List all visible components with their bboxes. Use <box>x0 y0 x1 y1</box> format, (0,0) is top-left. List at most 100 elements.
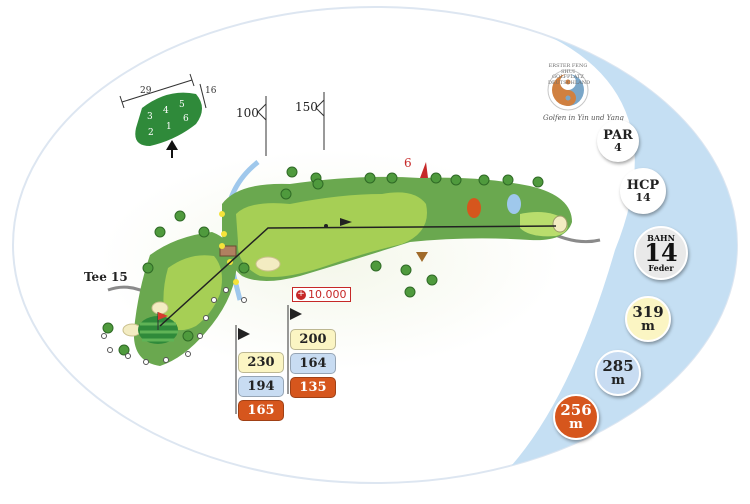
left-distance-red: 165 <box>238 400 284 421</box>
tree <box>430 172 442 184</box>
logo-tagline: Golfen in Yin und Yang <box>543 114 624 122</box>
tree <box>364 172 376 184</box>
oob-stake <box>211 297 217 303</box>
tree <box>400 264 412 276</box>
trees <box>102 166 544 356</box>
fairway <box>236 192 427 277</box>
oob-stake <box>197 333 203 339</box>
oob-stake <box>107 347 113 353</box>
tree <box>102 322 114 334</box>
tee-15-label: Tee 15 <box>84 270 128 284</box>
oob-stake <box>241 297 247 303</box>
marker-100-label: 100 <box>236 106 259 120</box>
green-zone-5: 5 <box>179 100 185 110</box>
hcp-badge: HCP 14 <box>620 168 666 214</box>
tree <box>370 260 382 272</box>
marker-150-label: 150 <box>295 100 318 114</box>
logo-ring-text: ERSTER FENG SHUI GOLFPLATZ DEUTSCHLAND <box>548 63 591 86</box>
plus-icon: + <box>296 289 306 300</box>
length-badge-yellow: 319 m <box>625 296 671 342</box>
tree <box>174 210 186 222</box>
green-diagram <box>119 73 207 158</box>
length-red-value: 256 <box>560 401 592 419</box>
penalty-marker: + 10.000 <box>292 287 351 302</box>
green-zone-4: 4 <box>163 106 169 116</box>
water-hazard <box>507 194 521 214</box>
play-line-dot <box>324 224 328 228</box>
bahn-number: 14 <box>644 237 678 267</box>
oob-stake <box>163 357 169 363</box>
hazard-number: 6 <box>404 156 412 170</box>
length-yellow-unit: m <box>641 319 655 334</box>
right-distance-red: 135 <box>290 377 336 398</box>
tree <box>386 172 398 184</box>
length-yellow-value: 319 <box>632 303 664 321</box>
water-band <box>420 7 737 483</box>
length-blue-value: 285 <box>602 357 634 375</box>
bahn-label: BAHN <box>647 232 675 243</box>
play-line <box>159 225 557 327</box>
tree <box>478 174 490 186</box>
tree <box>198 226 210 238</box>
green-zone-6: 6 <box>183 114 189 124</box>
green-depth-label: 16 <box>205 86 217 96</box>
length-badge-blue: 285 m <box>595 350 641 396</box>
marker-150-bracket <box>315 99 325 117</box>
hcp-label: HCP <box>626 178 660 193</box>
green-zone-3: 3 <box>147 112 153 122</box>
length-badge-red: 256 m <box>553 394 599 440</box>
tee-bunker-1 <box>151 301 169 315</box>
right-distance-yellow: 200 <box>290 329 336 350</box>
red-hazard <box>467 198 481 218</box>
green-bunker <box>552 215 568 233</box>
marker-100-bracket <box>257 103 267 121</box>
par-value: 4 <box>614 141 622 154</box>
right-distance-flag <box>290 308 302 320</box>
drop-marker <box>416 252 428 262</box>
length-blue-unit: m <box>611 373 625 388</box>
tree <box>238 262 250 274</box>
bahn-badge: BAHN 14 Feder <box>634 226 688 280</box>
tree <box>154 226 166 238</box>
tree <box>532 176 544 188</box>
oob-stake <box>101 333 107 339</box>
tree <box>404 286 416 298</box>
green-width-label: 29 <box>140 86 152 96</box>
hcp-value: 14 <box>635 191 651 204</box>
bridge <box>219 245 237 257</box>
feng-shui-logo <box>547 69 589 111</box>
left-distance-flag <box>238 328 250 340</box>
bahn-name: Feder <box>648 263 674 274</box>
green-zone-1: 1 <box>166 122 172 132</box>
out-of-bounds-markers <box>101 287 247 365</box>
play-line-arrow <box>340 218 352 226</box>
oob-stake <box>223 287 229 293</box>
penalty-label: 10.000 <box>308 288 347 301</box>
green-zone-2: 2 <box>148 128 154 138</box>
tree <box>502 174 514 186</box>
left-distance-blue: 194 <box>238 376 284 397</box>
sail-marker <box>420 162 428 178</box>
tree <box>142 262 154 274</box>
tree <box>450 174 462 186</box>
flag-icon <box>157 312 168 330</box>
tree <box>280 188 292 200</box>
length-red-unit: m <box>569 417 583 432</box>
tree <box>286 166 298 178</box>
par-badge: PAR 4 <box>597 120 639 162</box>
left-distance-yellow: 230 <box>238 352 284 373</box>
tree <box>312 178 324 190</box>
oob-stake <box>185 351 191 357</box>
oob-stake <box>143 359 149 365</box>
oob-stake <box>203 315 209 321</box>
oob-stake <box>125 353 131 359</box>
fairway-tee-area <box>163 255 222 331</box>
tree <box>118 344 130 356</box>
tree <box>182 330 194 342</box>
par-label: PAR <box>603 128 633 143</box>
tree <box>426 274 438 286</box>
right-distance-blue: 164 <box>290 353 336 374</box>
fairway-bunker <box>255 256 281 272</box>
